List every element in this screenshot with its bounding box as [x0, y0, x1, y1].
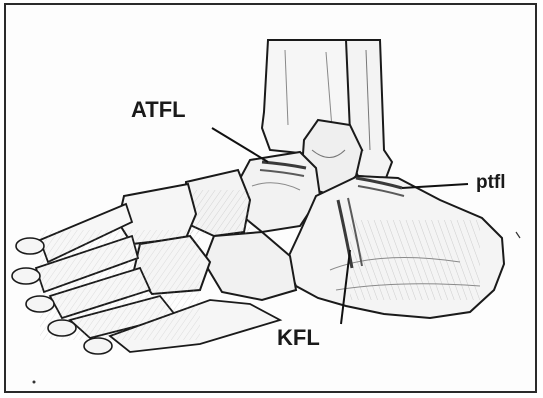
- pointer-atfl: [212, 128, 268, 162]
- label-ptfl: ptfl: [476, 173, 506, 192]
- calcaneus: [286, 176, 504, 318]
- label-kfl: KFL: [277, 327, 320, 349]
- scan-tick: [516, 232, 520, 238]
- scan-dot: [33, 381, 36, 384]
- label-atfl: ATFL: [131, 99, 186, 121]
